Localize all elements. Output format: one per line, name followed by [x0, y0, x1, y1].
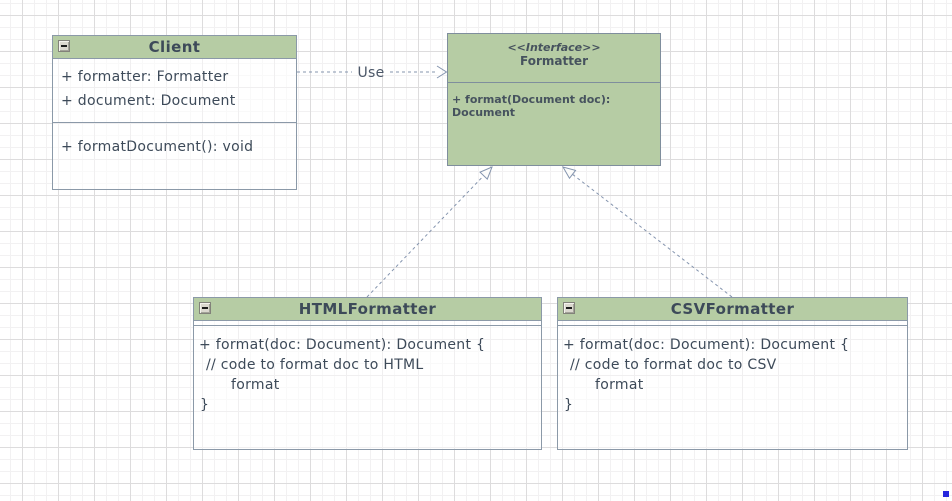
class-box-csvformatter[interactable]: CSVFormatter + format(doc: Document): Do… [557, 297, 908, 450]
code-line: } [564, 397, 574, 413]
collapse-icon[interactable] [563, 302, 575, 314]
attributes-compartment: + formatter: Formatter + document: Docum… [53, 59, 296, 123]
attribute-line: + document: Document [61, 93, 236, 109]
interface-method-line: + format(Document doc): Document [452, 93, 611, 119]
class-header-csvformatter: CSVFormatter [558, 298, 907, 321]
code-line: format [231, 377, 280, 393]
realization-edge-htmlformatter[interactable] [366, 167, 492, 298]
attributes-compartment-empty [194, 321, 541, 326]
attribute-line: + formatter: Formatter [61, 69, 229, 85]
code-line: + format(doc: Document): Document { [199, 337, 486, 353]
code-line: + format(doc: Document): Document { [563, 337, 850, 353]
method-line: + formatDocument(): void [61, 139, 254, 155]
class-box-htmlformatter[interactable]: HTMLFormatter + format(doc: Document): D… [193, 297, 542, 450]
interface-title: Formatter [519, 54, 588, 68]
methods-compartment: + format(doc: Document): Document { // c… [558, 326, 907, 415]
methods-compartment: + format(doc: Document): Document { // c… [194, 326, 541, 415]
class-title: Client [148, 38, 201, 56]
minus-icon [202, 307, 208, 309]
minus-icon [61, 45, 67, 47]
dependency-edge-use[interactable]: Use [297, 65, 448, 81]
interface-stereotype: <<Interface>> [507, 41, 601, 54]
collapse-icon[interactable] [199, 302, 211, 314]
open-arrowhead-icon [436, 65, 448, 79]
interface-header: <<Interface>> Formatter [448, 34, 660, 83]
attributes-compartment-empty [558, 321, 907, 326]
minus-icon [566, 307, 572, 309]
class-box-client[interactable]: Client + formatter: Formatter + document… [52, 35, 297, 190]
class-title: CSVFormatter [670, 300, 795, 318]
canvas-corner-marker [943, 491, 949, 497]
code-line: // code to format doc to HTML [206, 357, 424, 373]
code-line: // code to format doc to CSV [570, 357, 777, 373]
collapse-icon[interactable] [58, 40, 70, 52]
class-title: HTMLFormatter [298, 300, 437, 318]
code-line: format [595, 377, 644, 393]
interface-box-formatter[interactable]: <<Interface>> Formatter + format(Documen… [447, 33, 661, 166]
class-header-htmlformatter: HTMLFormatter [194, 298, 541, 321]
code-line: } [200, 397, 210, 413]
realization-edge-csvformatter[interactable] [563, 167, 733, 298]
edge-label-use: Use [357, 65, 384, 81]
methods-compartment: + formatDocument(): void [53, 123, 296, 159]
class-header-client: Client [53, 36, 296, 59]
